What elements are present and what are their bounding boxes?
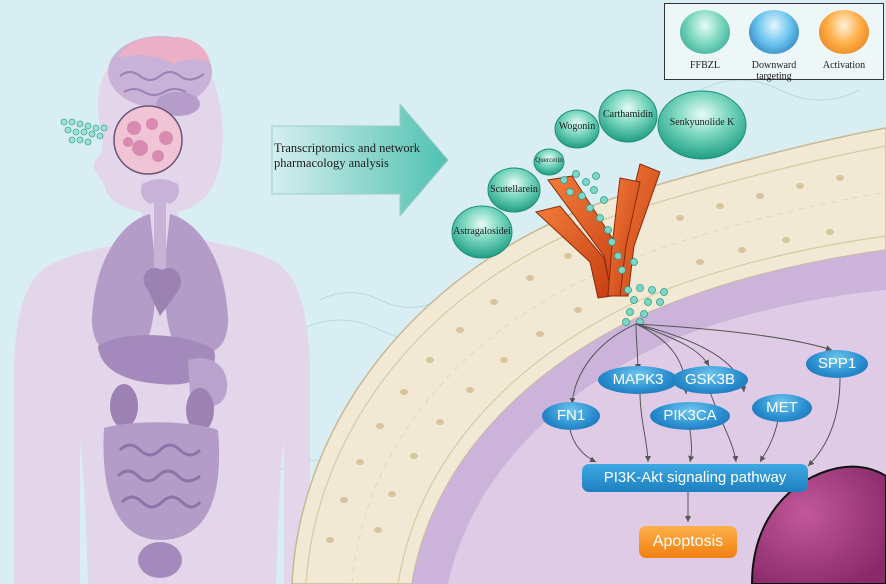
kidney-left-icon: [110, 384, 138, 428]
bladder-icon: [138, 542, 182, 578]
compound-ball-astragalosidei: [451, 205, 513, 259]
compound-ball-wogonin: [554, 109, 600, 149]
brain-icon: [108, 36, 212, 116]
nucleus: [750, 465, 886, 584]
legend-ffbzl-label: FFBZL: [689, 60, 720, 71]
legend: FFBZL Downward targeting Activation: [664, 3, 884, 82]
gene-node-gsk3b: GSK3B: [672, 366, 748, 394]
gene-node-pik3ca: PIK3CA: [650, 402, 730, 430]
compound-label-senkyunolide-k: Senkyunolide K: [669, 117, 735, 128]
compound-label-carthamidin: Carthamidin: [603, 109, 653, 120]
membrane-cell-nuclei: [326, 175, 844, 543]
legend-activation-swatch: [819, 10, 869, 54]
gene-node-mapk3: MAPK3: [598, 366, 678, 394]
legend-ffbzl-swatch: [680, 10, 730, 54]
gene-node-met: MET: [752, 394, 812, 422]
pathway-node: PI3K-Akt signaling pathway: [582, 464, 808, 492]
cell: [291, 127, 886, 584]
compound-ball-scutellarein: [487, 167, 541, 213]
kidney-right-icon: [186, 388, 214, 432]
compound-ball-senkyunolide-k: [657, 90, 747, 160]
human-body-figure: [14, 36, 310, 584]
compound-balls: [451, 89, 747, 259]
compound-ball-carthamidin: [598, 89, 658, 143]
compound-label-scutellarein: Scutellarein: [490, 184, 538, 195]
gene-node-fn1: FN1: [542, 402, 600, 430]
small-molecules: [560, 170, 668, 326]
compound-ball-quercetin: [533, 148, 565, 176]
inhaled-particles: [60, 118, 108, 146]
legend-activation-label: Activation: [822, 60, 866, 71]
receptor-icon: [534, 163, 661, 299]
gene-node-spp1: SPP1: [806, 350, 868, 378]
lungs-icon: [92, 200, 228, 354]
liver-icon: [98, 335, 215, 385]
analysis-label: Transcriptomics and network pharmacology…: [274, 141, 421, 170]
compound-label-wogonin: Wogonin: [558, 121, 596, 132]
compound-label-quercetin: Quercetin: [535, 156, 563, 164]
analysis-arrow: [271, 102, 449, 218]
outcome-node: Apoptosis: [639, 526, 737, 558]
heart-icon: [143, 268, 181, 316]
legend-downward-targeting-label: Downward targeting: [751, 60, 797, 82]
compound-label-astragalosidei: Astragalosidei: [453, 226, 511, 237]
legend-downward-targeting-swatch: [749, 10, 799, 54]
lung-tissue-icon: [113, 105, 183, 175]
thyroid-icon: [141, 179, 179, 204]
intestines-icon: [103, 422, 220, 540]
